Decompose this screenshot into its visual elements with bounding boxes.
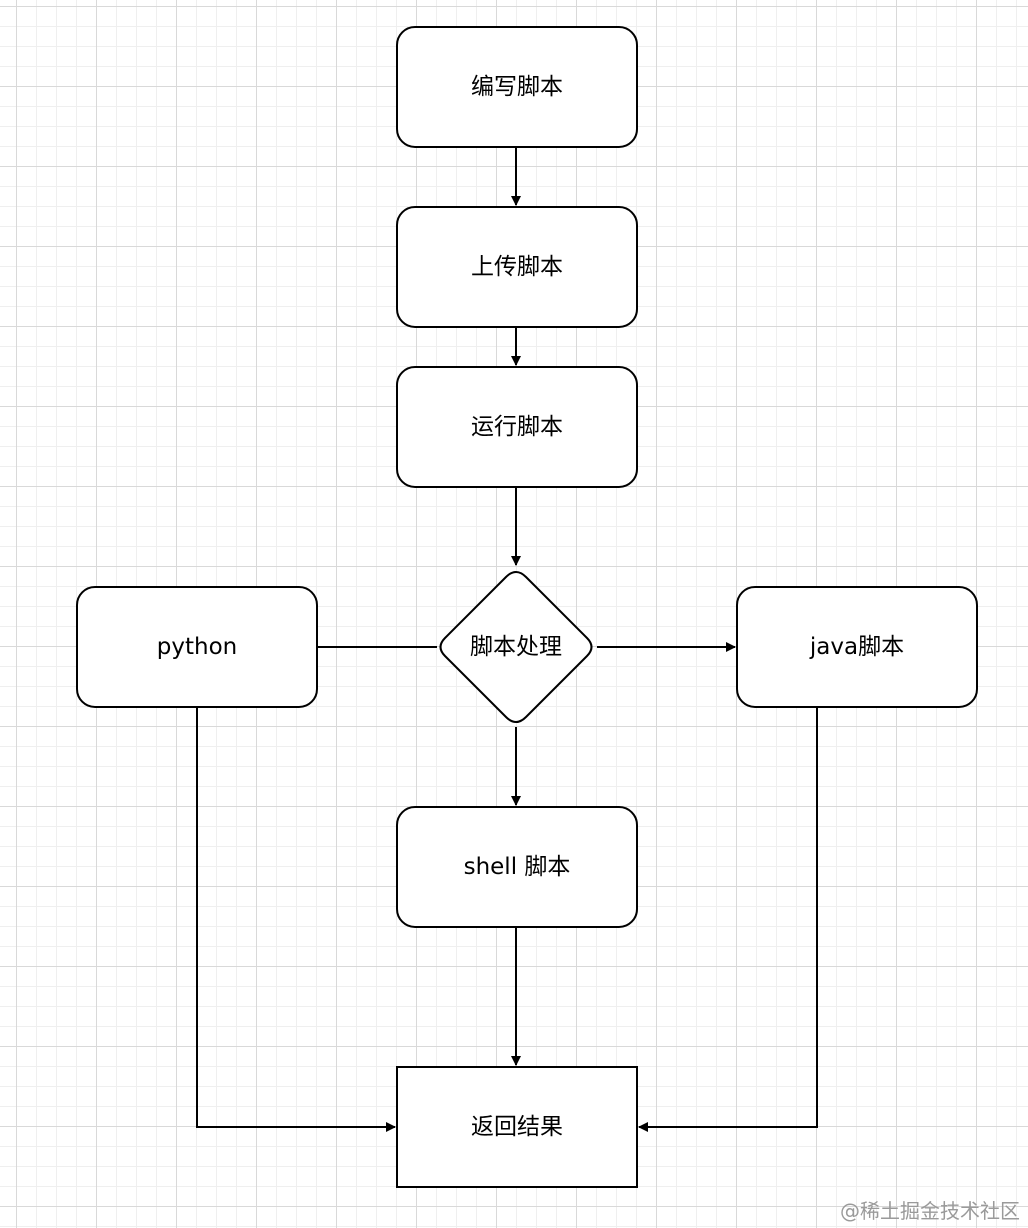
- label-script-decision: 脚本处理: [470, 634, 562, 660]
- node-write-script: [396, 26, 638, 148]
- node-run-script: [396, 366, 638, 488]
- label-run-script: 运行脚本: [471, 414, 563, 440]
- node-shell-script: [396, 806, 638, 928]
- label-python: python: [157, 634, 237, 660]
- label-write-script: 编写脚本: [471, 74, 563, 100]
- node-script-decision: [439, 571, 593, 723]
- watermark: @稀土掘金技术社区: [840, 1199, 1020, 1223]
- edge-python-result: [196, 707, 396, 1132]
- edge-java-result: [638, 707, 818, 1132]
- label-java-script: java脚本: [809, 634, 904, 660]
- label-shell-script: shell 脚本: [464, 854, 571, 880]
- node-upload-script: [396, 206, 638, 328]
- label-return-result: 返回结果: [471, 1114, 563, 1140]
- node-return-result: [396, 1066, 638, 1188]
- node-python: [76, 586, 318, 708]
- label-upload-script: 上传脚本: [471, 254, 563, 280]
- node-java-script: [736, 586, 978, 708]
